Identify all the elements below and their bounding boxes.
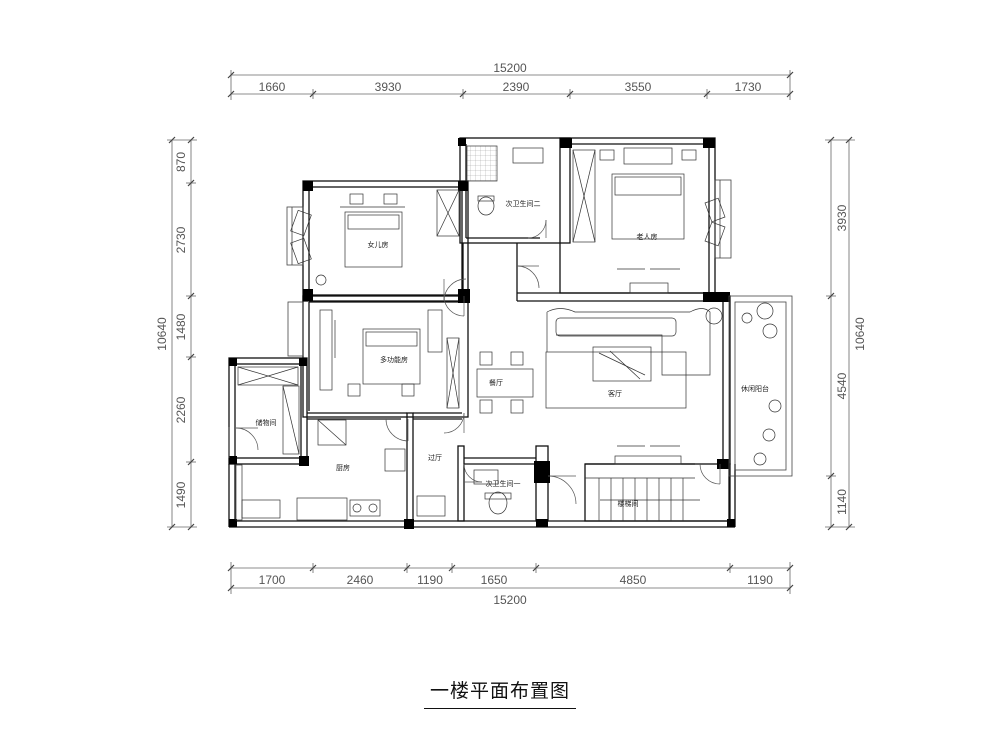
- room-bath1: 次卫生间一: [486, 479, 521, 488]
- dim-left-1: 870: [174, 152, 188, 172]
- plan-title: 一楼平面布置图: [0, 676, 1000, 709]
- room-dining: 餐厅: [489, 378, 503, 387]
- dimension-texts: 15200 1660 3930 2390 3550 1730 1700 2460…: [155, 61, 867, 607]
- room-elder: 老人房: [637, 232, 658, 241]
- dim-bottom-1: 1700: [259, 573, 286, 587]
- walls: [228, 137, 736, 528]
- dim-right-total: 10640: [853, 317, 867, 351]
- dim-top-1: 1660: [259, 80, 286, 94]
- room-living: 客厅: [608, 389, 622, 398]
- room-bath2: 次卫生间二: [506, 199, 541, 208]
- dim-left-5: 1490: [174, 481, 188, 508]
- dim-bottom-4: 1650: [481, 573, 508, 587]
- room-stair: 楼梯间: [618, 499, 639, 508]
- dim-left-4: 2260: [174, 396, 188, 423]
- dim-bottom-total: 15200: [493, 593, 527, 607]
- dimension-ticks: [168, 71, 853, 592]
- room-balcony: 休闲阳台: [741, 384, 769, 393]
- room-storage: 储物间: [256, 418, 277, 427]
- windows: [228, 179, 793, 477]
- doors: [235, 219, 721, 505]
- columns: [229, 138, 735, 529]
- furniture: [235, 145, 782, 521]
- plan-title-text: 一楼平面布置图: [423, 676, 576, 709]
- dimension-lines: [167, 70, 855, 594]
- dim-bottom-3: 1190: [417, 573, 443, 587]
- dim-top-3: 2390: [503, 80, 530, 94]
- dim-top-total: 15200: [493, 61, 527, 75]
- room-hall: 过厅: [428, 453, 442, 462]
- room-daughter: 女儿房: [368, 240, 389, 249]
- dim-right-2: 4540: [835, 372, 849, 399]
- room-multi: 多功能房: [380, 355, 408, 364]
- dim-left-2: 2730: [174, 226, 188, 253]
- dim-left-3: 1480: [174, 313, 188, 340]
- dim-right-1: 3930: [835, 204, 849, 231]
- dim-bottom-2: 2460: [347, 573, 374, 587]
- room-kitchen: 厨房: [336, 463, 350, 472]
- dim-left-total: 10640: [155, 317, 169, 351]
- dim-right-3: 1140: [835, 489, 849, 515]
- dim-bottom-6: 1190: [747, 573, 773, 587]
- dim-top-2: 3930: [375, 80, 402, 94]
- dim-bottom-5: 4850: [620, 573, 647, 587]
- dim-top-5: 1730: [735, 80, 762, 94]
- dim-top-4: 3550: [625, 80, 652, 94]
- room-labels: 女儿房 次卫生间二 老人房 多功能房 餐厅 客厅 休闲阳台 储物间 厨房 过厅 …: [256, 199, 770, 508]
